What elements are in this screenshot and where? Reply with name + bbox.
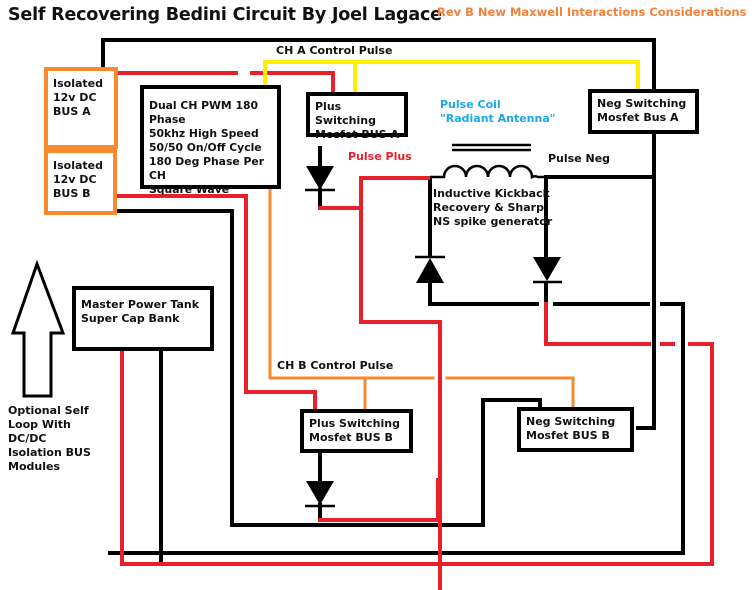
pulse-coil-icon [430, 143, 546, 179]
diagram-title: Self Recovering Bedini Circuit By Joel L… [8, 5, 442, 25]
wire-pulse-plus-down [359, 176, 442, 590]
isolated-bus-a-block: Isolated 12v DC BUS A [44, 67, 118, 149]
optional-loop-label: Optional Self Loop With DC/DC Isolation … [8, 404, 91, 473]
diode-plus-a-icon [305, 166, 335, 192]
wire-bus-b-pos [111, 194, 317, 412]
plus-mosfet-bus-a-block: Plus Switching Mosfet BUS A [306, 92, 408, 141]
wire-kick-right [544, 302, 651, 346]
kickback-label: Inductive Kickback Recovery & Sharp NS s… [433, 187, 553, 228]
diode-kickback-right-icon [533, 257, 562, 284]
wire-ch-b-control [268, 186, 435, 380]
wire-bus-b-neg [110, 209, 542, 527]
up-arrow-icon [10, 259, 66, 398]
pwm-controller-block: Dual CH PWM 180 Phase 50khz High Speed 5… [140, 85, 281, 196]
diode-plus-b-icon [305, 481, 335, 508]
radiant-antenna-label: "Radiant Antenna" [440, 112, 556, 125]
diode-kickback-left-icon [415, 255, 445, 283]
wire-ch-a-control [263, 60, 640, 94]
pulse-neg-label: Pulse Neg [548, 152, 611, 165]
wire-neg-a-down [636, 133, 656, 430]
wire-diode-b [318, 478, 440, 522]
pulse-plus-label: Pulse Plus [348, 150, 412, 163]
isolated-bus-b-block: Isolated 12v DC BUS B [44, 149, 117, 215]
wire-return-pos [120, 326, 714, 566]
master-power-tank-block: Master Power Tank Super Cap Bank [72, 286, 214, 351]
revision-note: Rev B New Maxwell Interactions Considera… [437, 5, 747, 19]
plus-mosfet-bus-b-block: Plus Switching Mosfet BUS B [300, 409, 413, 453]
wire-neg-b-right [108, 302, 685, 555]
ch-a-control-label: CH A Control Pulse [276, 44, 393, 57]
wire-bus-a-neg [101, 38, 656, 90]
neg-mosfet-bus-b-block: Neg Switching Mosfet BUS B [517, 407, 634, 452]
pulse-coil-label: Pulse Coil [440, 98, 501, 111]
neg-mosfet-bus-a-block: Neg Switching Mosfet Bus A [588, 89, 699, 134]
ch-b-control-label: CH B Control Pulse [277, 359, 394, 372]
